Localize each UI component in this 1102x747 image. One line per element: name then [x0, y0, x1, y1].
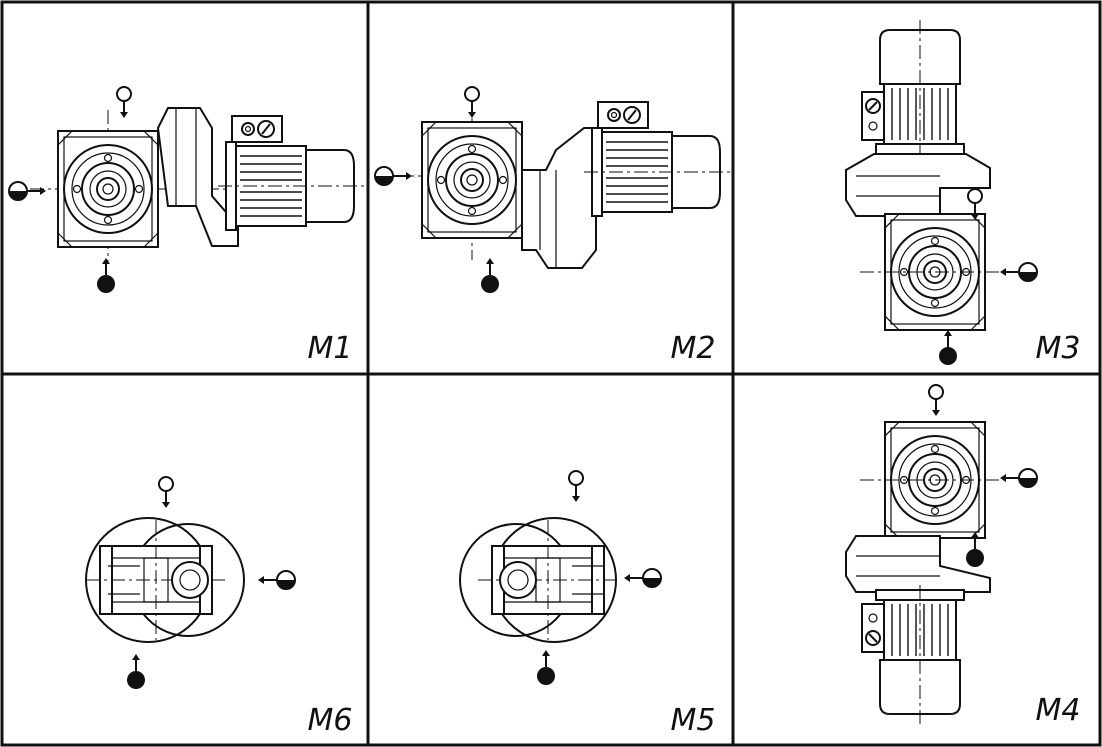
drain-plug-icon: [480, 257, 500, 294]
gearbox-drawing: [400, 100, 733, 269]
panel-m2: M2: [374, 86, 733, 366]
gearbox-drawing: [459, 517, 619, 643]
drain-plug-icon: [536, 649, 556, 686]
level-plug-icon: [374, 166, 413, 186]
vent-plug-icon: [928, 384, 944, 417]
panel-m5: M5: [459, 470, 716, 738]
panel-label: M5: [671, 703, 716, 738]
gearbox-drawing: [845, 19, 1010, 331]
panel-label: M1: [308, 331, 353, 366]
panel-m3: M3: [845, 19, 1081, 366]
panel-label: M2: [671, 331, 716, 366]
panel-m1: M1: [8, 86, 367, 366]
gearbox-drawing: [30, 107, 367, 262]
level-plug-icon: [623, 568, 662, 588]
panel-label: M6: [308, 703, 353, 738]
panel-m6: M6: [85, 476, 353, 738]
level-plug-icon: [999, 262, 1038, 282]
drain-plug-icon: [126, 653, 146, 690]
vent-plug-icon: [568, 470, 584, 503]
vent-plug-icon: [116, 86, 132, 119]
vent-plug-icon: [158, 476, 174, 509]
gearbox-drawing: [85, 517, 245, 643]
panel-label: M3: [1036, 331, 1081, 366]
panel-label: M4: [1036, 693, 1081, 728]
level-plug-icon: [257, 570, 296, 590]
vent-plug-icon: [464, 86, 480, 119]
level-plug-icon: [999, 468, 1038, 488]
panel-m4: M4: [845, 384, 1081, 728]
drain-plug-icon: [96, 257, 116, 294]
gearbox-drawing: [845, 421, 1010, 725]
level-plug-icon: [8, 181, 47, 201]
drain-plug-icon: [938, 329, 958, 366]
